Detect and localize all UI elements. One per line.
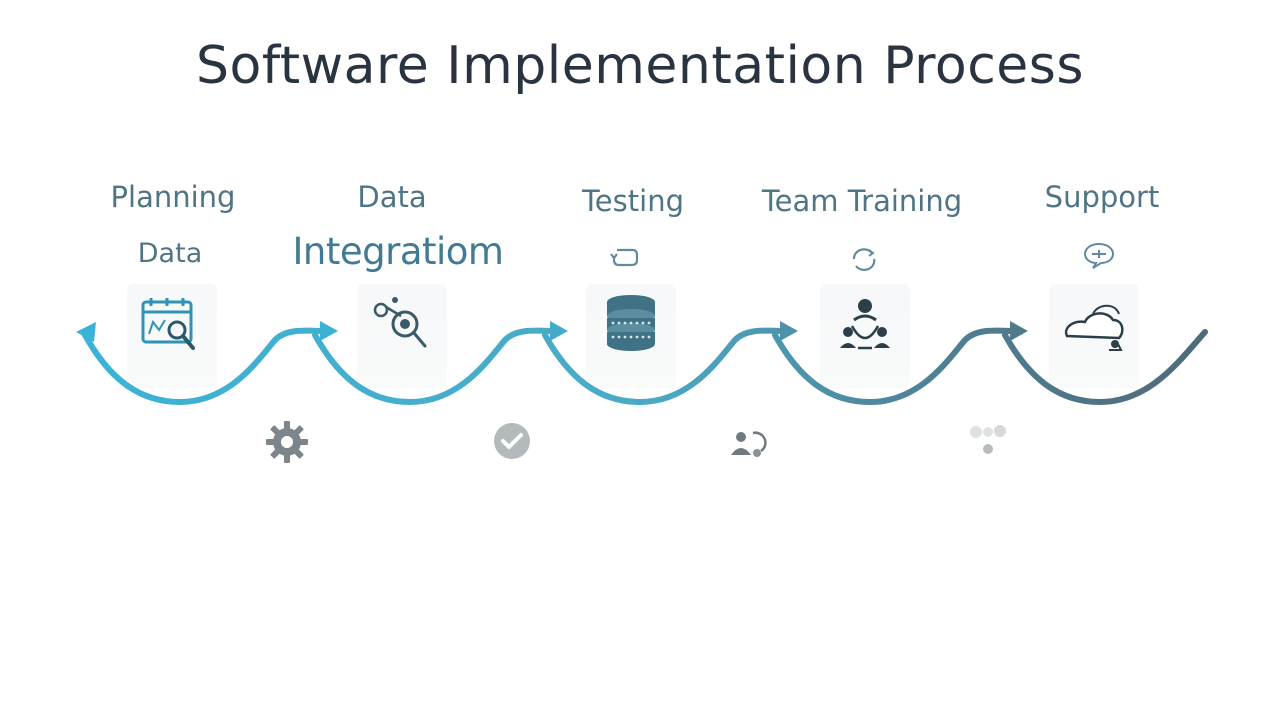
chat-bubble-icon xyxy=(1083,242,1115,269)
wave-segment-4 xyxy=(772,327,1013,406)
checkmark-circle-icon xyxy=(494,423,530,459)
team-cycle-icon xyxy=(840,299,890,350)
step-team-training-label: Team Training xyxy=(761,184,963,218)
wave-segment-5 xyxy=(1002,329,1208,406)
step-planning-label: Planning xyxy=(110,180,236,214)
blueprint-search-icon xyxy=(141,298,195,350)
arrowhead-5 xyxy=(1010,321,1028,341)
step-planning-sublabel: Data xyxy=(137,238,203,269)
wave-segment-1 xyxy=(82,327,323,406)
page-title: Software Implementation Process xyxy=(196,36,1084,96)
arrowhead-4 xyxy=(780,321,798,341)
step-testing-label: Testing xyxy=(582,184,684,218)
connection-nodes-icon xyxy=(970,425,1006,454)
step-data-label: Data xyxy=(357,180,427,214)
cloud-support-icon xyxy=(1064,304,1124,351)
wave-segment-2 xyxy=(312,327,553,406)
wave-segment-3 xyxy=(542,327,783,406)
network-magnifier-icon xyxy=(373,297,427,348)
database-stack-icon xyxy=(607,295,655,351)
refresh-loop-icon xyxy=(610,248,639,267)
refresh-arrows-icon xyxy=(852,248,876,271)
step-support-label: Support xyxy=(1044,180,1160,214)
arrowhead-start xyxy=(76,322,96,342)
step-data-sublabel: Integratiom xyxy=(292,230,504,273)
gear-icon xyxy=(266,421,308,463)
arrowhead-2 xyxy=(320,321,338,341)
people-cycle-icon xyxy=(731,431,767,457)
arrowhead-3 xyxy=(550,321,568,341)
